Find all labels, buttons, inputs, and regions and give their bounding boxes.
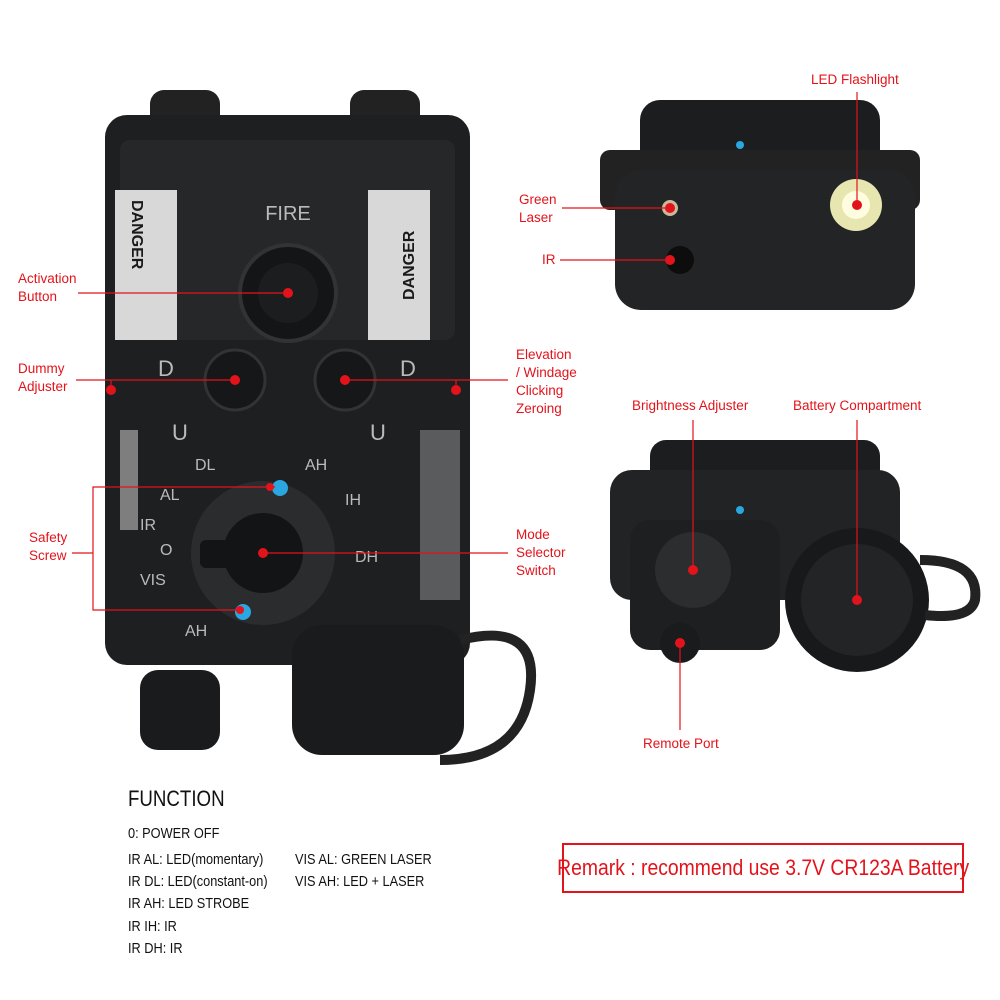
o-marking: O <box>160 542 172 559</box>
ah-marking: AH <box>185 623 207 640</box>
remark-text: Remark : recommend use 3.7V CR123A Batte… <box>556 855 970 880</box>
callout-brightness-adjuster: Brightness Adjuster <box>632 398 749 413</box>
callout-safety-screw: Safety Screw <box>29 530 68 563</box>
danger-label-right <box>368 190 430 340</box>
callout-mode-selector: Mode Selector Switch <box>516 527 566 578</box>
callout-activation-button: Activation Button <box>18 271 77 304</box>
callout-lines <box>72 92 858 730</box>
callout-ir: IR <box>542 252 556 267</box>
function-item: IR DL: LED(constant-on) <box>128 873 268 890</box>
callout-remote-port: Remote Port <box>643 736 719 751</box>
danger-label-left <box>115 190 177 340</box>
danger-marking-left: DANGER <box>128 200 145 270</box>
d-marking: D <box>400 356 416 381</box>
ir-marking: IR <box>140 517 156 534</box>
callout-elevation-windage: Elevation / Windage Clicking Zeroing <box>516 347 577 416</box>
function-title: FUNCTION <box>128 786 225 811</box>
callout-dummy-adjuster: Dummy Adjuster <box>18 361 68 394</box>
callout-battery-compartment: Battery Compartment <box>793 398 922 413</box>
function-item: IR IH: IR <box>128 918 177 935</box>
dh-marking: DH <box>355 549 378 566</box>
danger-marking-right: DANGER <box>401 230 418 300</box>
function-item: VIS AH: LED + LASER <box>295 873 425 890</box>
function-item: IR AH: LED STROBE <box>128 895 250 912</box>
device-top-view <box>600 100 920 310</box>
callout-dots <box>106 200 862 648</box>
remark-box: Remark : recommend use 3.7V CR123A Batte… <box>557 843 969 893</box>
u-marking: U <box>172 420 188 445</box>
safety-screw-top <box>272 480 288 496</box>
device-front-view: DANGER DANGER FIRE D D U U DL AH AL IH I… <box>105 90 537 765</box>
d-marking: D <box>158 356 174 381</box>
device-bottom-view <box>610 440 981 672</box>
ah-marking: AH <box>305 457 327 474</box>
callout-led-flashlight: LED Flashlight <box>811 72 899 87</box>
function-item: IR DH: IR <box>128 940 183 957</box>
fire-marking: FIRE <box>265 203 311 225</box>
vis-marking: VIS <box>140 572 166 589</box>
u-marking: U <box>370 420 386 445</box>
dl-marking: DL <box>195 457 216 474</box>
function-item: IR AL: LED(momentary) <box>128 851 264 868</box>
function-item: 0: POWER OFF <box>128 825 220 842</box>
callout-green-laser: Green Laser <box>519 192 557 225</box>
ih-marking: IH <box>345 492 361 509</box>
al-marking: AL <box>160 487 180 504</box>
function-item: VIS AL: GREEN LASER <box>295 851 432 868</box>
